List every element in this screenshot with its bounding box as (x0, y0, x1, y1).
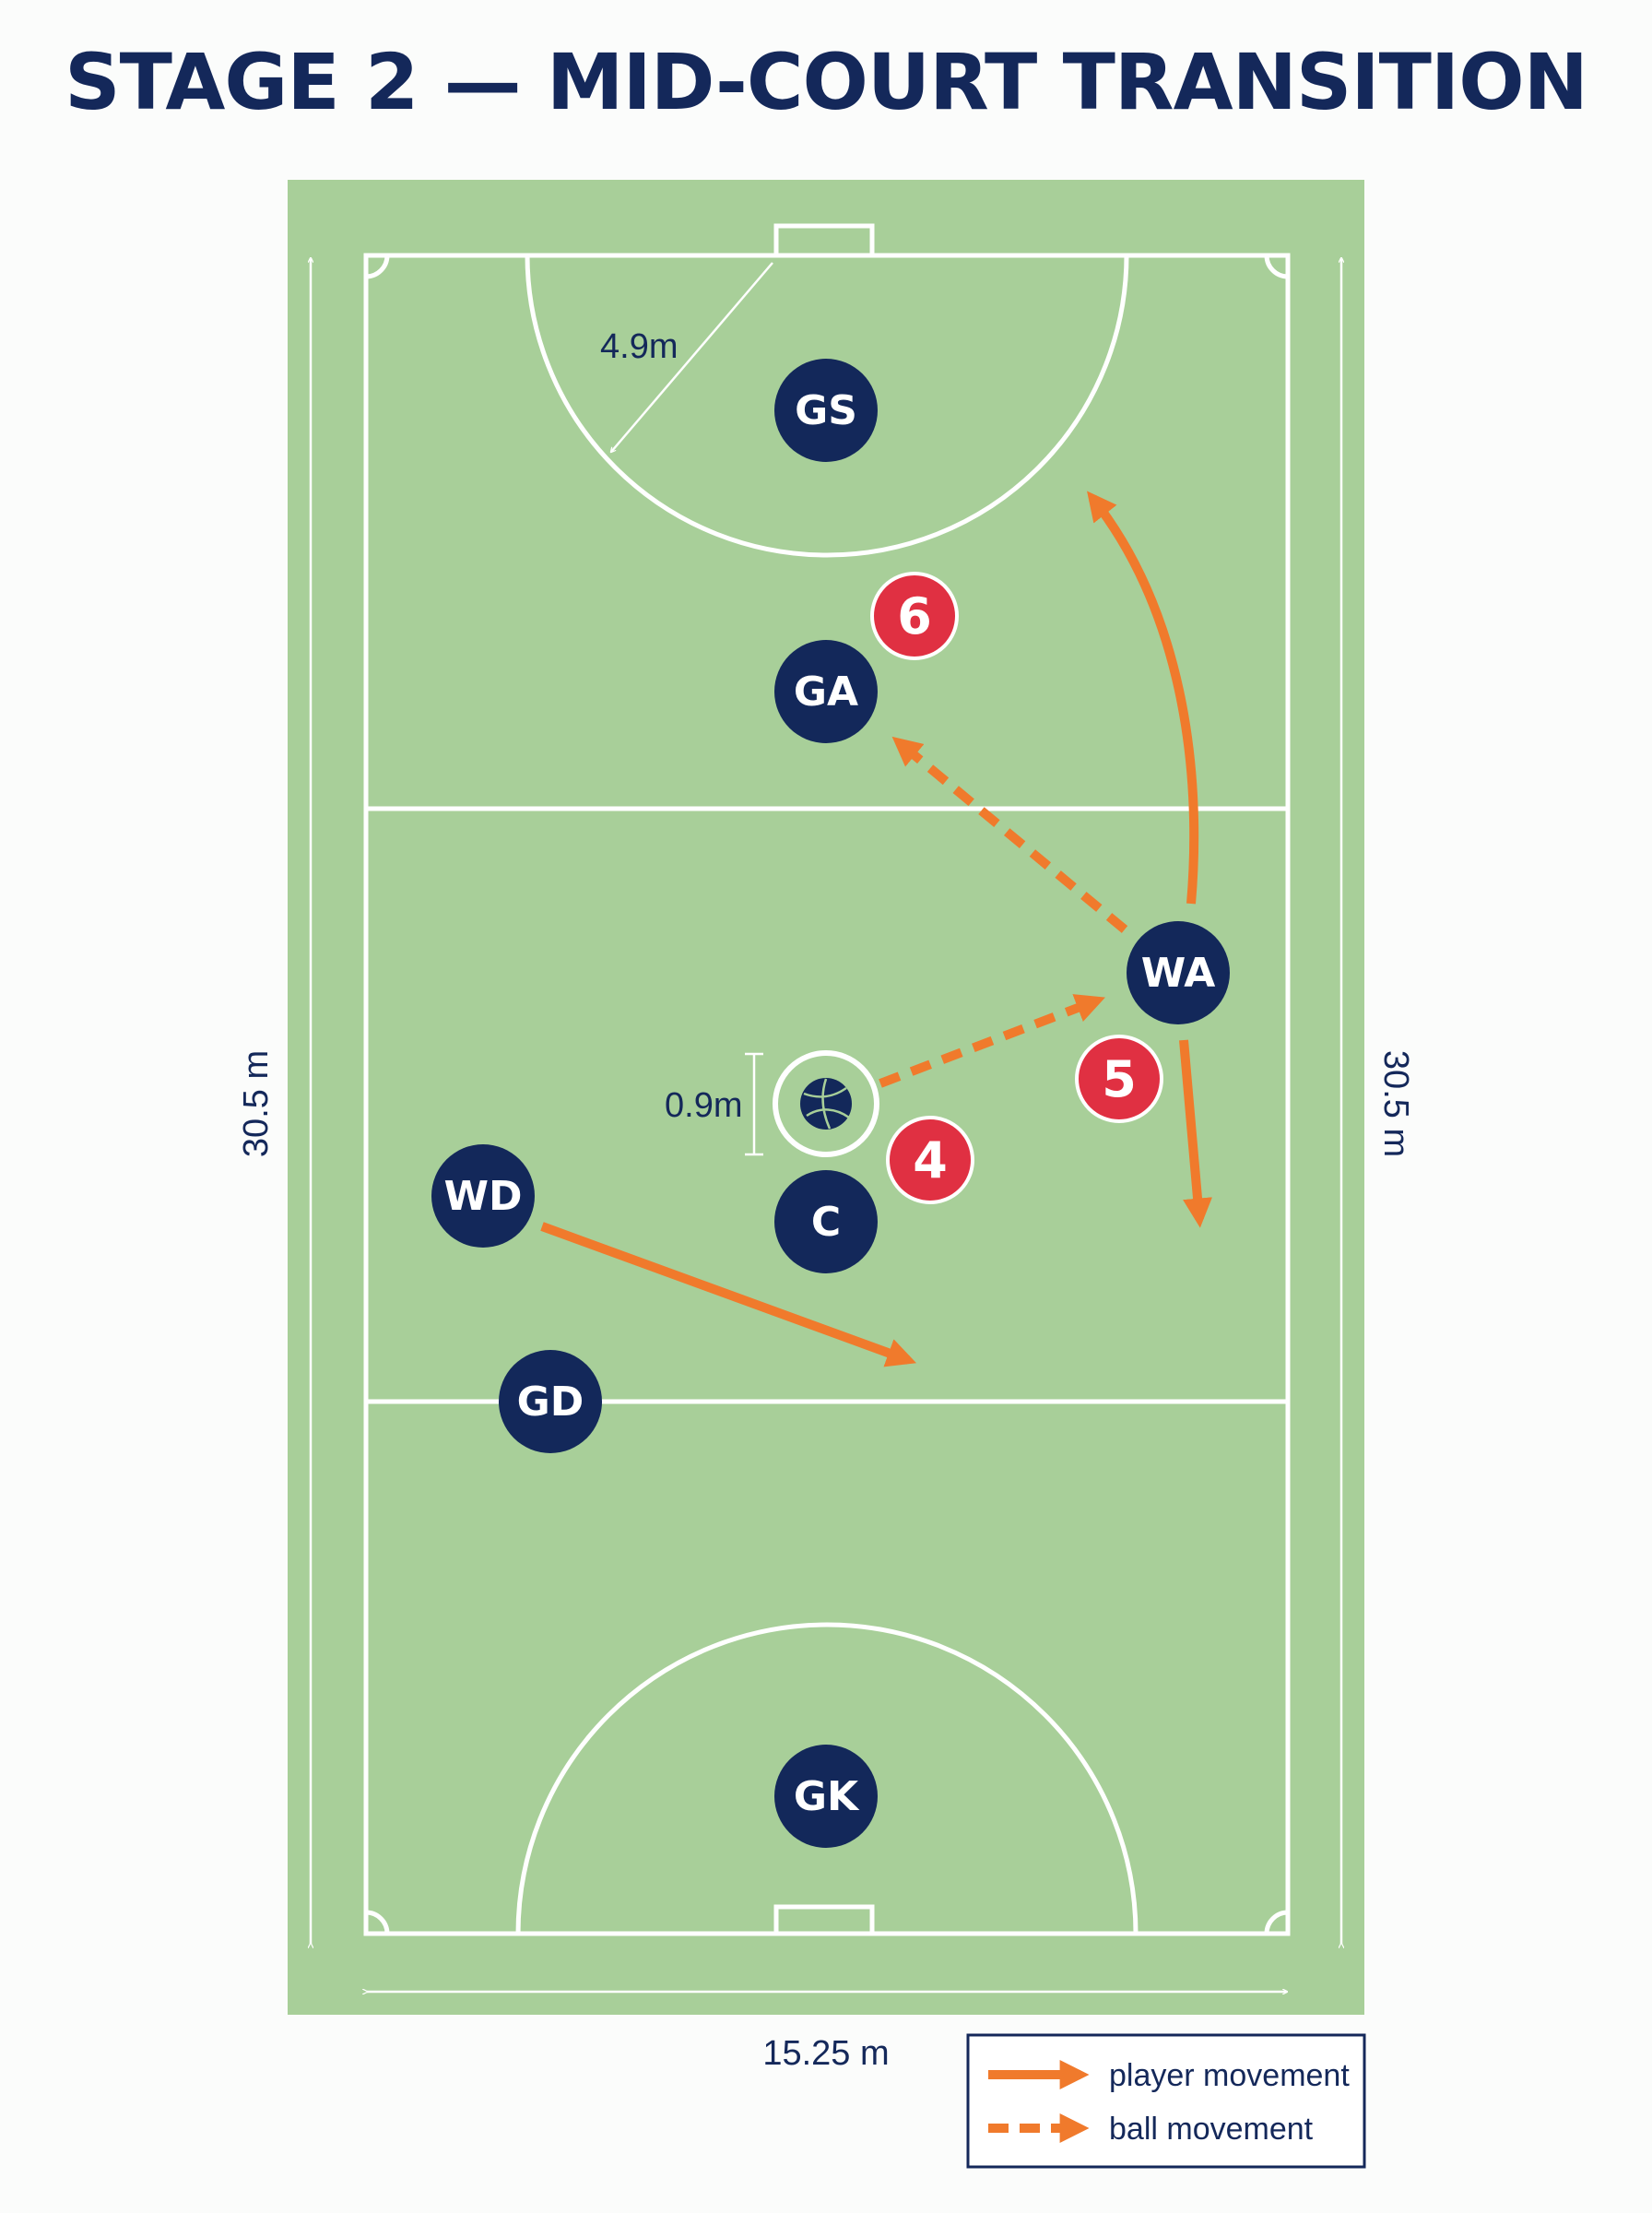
player-c[interactable]: C (774, 1170, 878, 1273)
centre-circle (773, 1050, 879, 1157)
legend-box (966, 2033, 1366, 2169)
player-gd[interactable]: GD (499, 1350, 602, 1453)
player-gk-label: GK (794, 1773, 860, 1820)
ball-movement-wa-to-ga (891, 736, 1128, 933)
centre-circle-dimension (745, 1052, 763, 1156)
width-label: 15.25 m (762, 2034, 889, 2073)
step-marker-5: 5 (1075, 1035, 1163, 1123)
player-movement-wa-back (1179, 1039, 1212, 1228)
length-label-right: 30.5 m (1376, 1050, 1415, 1157)
legend-player-movement-label: player movement (1109, 2058, 1350, 2093)
netball-icon (800, 1078, 852, 1130)
corner-arc-tl (365, 254, 390, 279)
step-marker-6-label: 6 (897, 587, 932, 645)
step-marker-4: 4 (886, 1116, 974, 1204)
player-wa[interactable]: WA (1127, 921, 1230, 1024)
player-gd-label: GD (517, 1379, 584, 1426)
step-marker-5-label: 5 (1102, 1050, 1137, 1108)
goal-circle-top (525, 254, 1129, 558)
dimension-markers (311, 258, 1341, 1992)
corner-arc-br (1264, 1910, 1289, 1935)
player-movement-wa-forward (1087, 491, 1199, 905)
step-marker-4-label: 4 (913, 1131, 948, 1189)
player-wd[interactable]: WD (431, 1144, 535, 1248)
player-wa-label: WA (1141, 950, 1216, 997)
legend-ball-movement-label: ball movement (1109, 2112, 1314, 2147)
radius-arrow (611, 262, 773, 452)
length-label-left: 30.5 m (237, 1050, 276, 1157)
corner-arc-tr (1264, 254, 1289, 279)
legend: player movement ball movement (966, 2033, 1366, 2169)
radius-label: 4.9m (600, 327, 678, 366)
goal-circle-bottom (515, 1622, 1139, 1935)
player-wd-label: WD (443, 1173, 522, 1220)
player-gk[interactable]: GK (774, 1745, 878, 1848)
ball-movement-c-to-wa (879, 994, 1105, 1088)
corner-arc-bl (365, 1910, 390, 1935)
player-gs-label: GS (795, 387, 857, 434)
goal-post-top (773, 223, 875, 258)
player-movement-wd (540, 1222, 917, 1367)
player-ga-label: GA (794, 669, 858, 716)
goal-post-bottom (773, 1904, 875, 1936)
player-ga[interactable]: GA (774, 640, 878, 743)
centre-circle-label: 0.9m (665, 1086, 742, 1125)
player-c-label: C (811, 1199, 841, 1246)
step-marker-6: 6 (870, 572, 959, 660)
player-gs[interactable]: GS (774, 359, 878, 462)
movement-arrows (540, 491, 1212, 1367)
page-title: STAGE 2 — MID-COURT TRANSITION (65, 37, 1588, 127)
